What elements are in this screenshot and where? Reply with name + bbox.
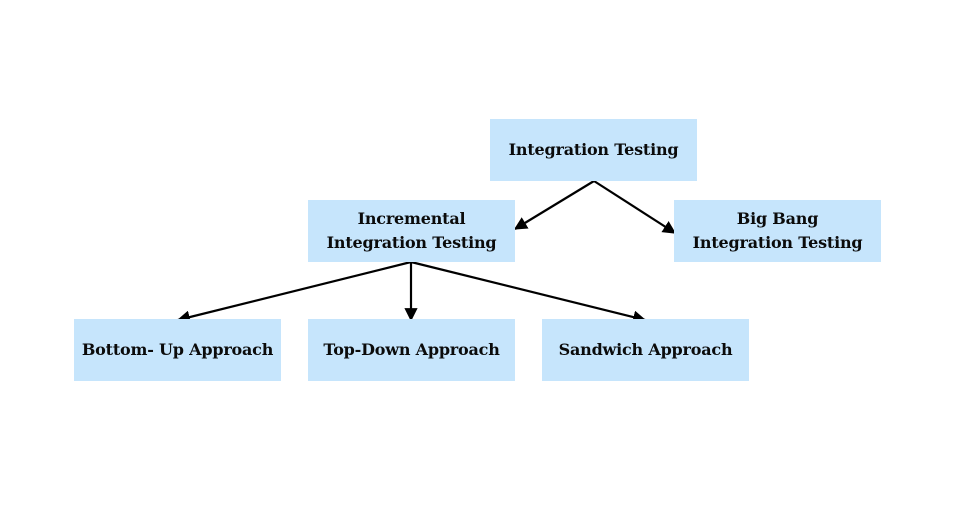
sandwich-approach-node: Sandwich Approach	[542, 319, 749, 381]
bottom-up-label: Bottom- Up Approach	[81, 340, 274, 359]
incremental-integration-testing-node: Incremental Integration Testing	[308, 200, 515, 262]
top-down-label: Top-Down Approach	[323, 340, 500, 359]
integration-testing-label: Integration Testing	[508, 140, 679, 159]
bottom-up-approach-node: Bottom- Up Approach	[74, 319, 281, 381]
integration-testing-node: Integration Testing	[490, 119, 697, 181]
big-bang-label-line2: Integration Testing	[692, 233, 863, 252]
incremental-label-line2: Integration Testing	[326, 233, 497, 252]
edge-root-to-big-bang	[593, 180, 677, 234]
edge-incremental-to-bottom-up	[176, 260, 412, 324]
edge-root-to-incremental	[513, 180, 595, 230]
sandwich-label: Sandwich Approach	[558, 340, 733, 359]
incremental-label-line1: Incremental	[357, 209, 466, 228]
big-bang-label-line1: Big Bang	[736, 209, 819, 228]
top-down-approach-node: Top-Down Approach	[308, 319, 515, 381]
big-bang-integration-testing-node: Big Bang Integration Testing	[674, 200, 881, 262]
edge-incremental-to-sandwich	[410, 260, 647, 324]
